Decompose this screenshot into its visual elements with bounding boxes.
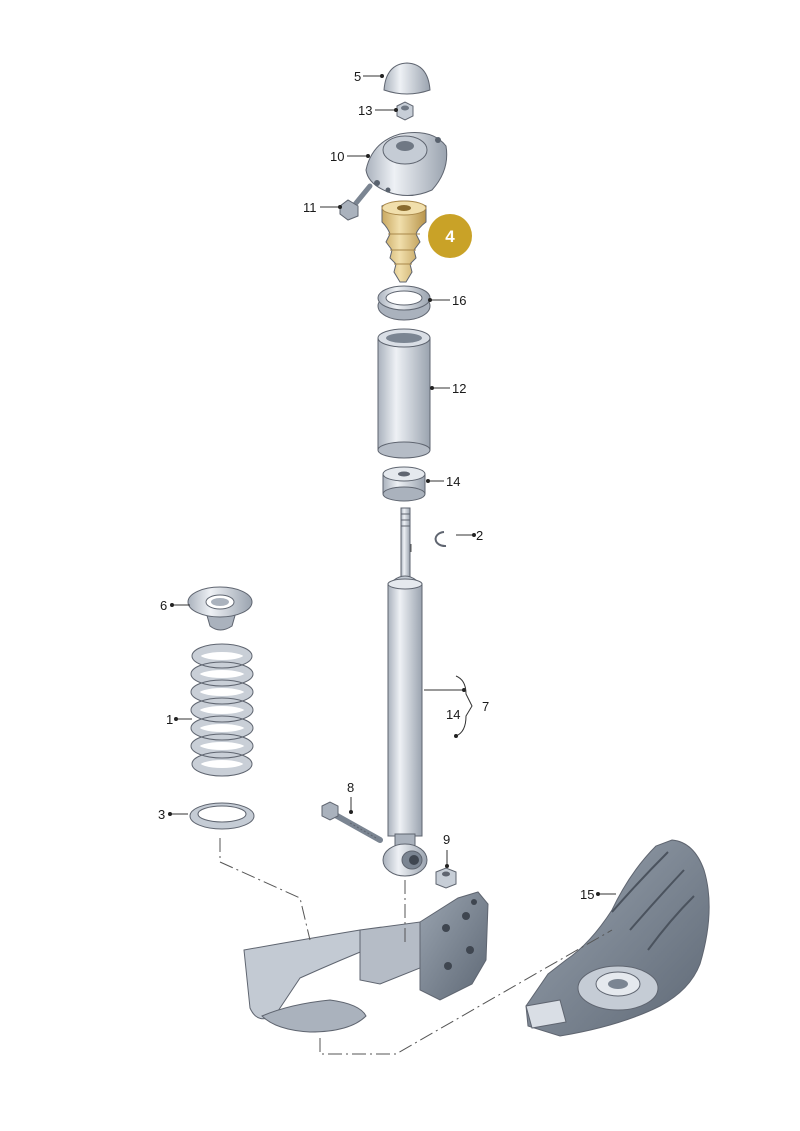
- callout-8: 8: [347, 780, 354, 814]
- label-1: 1: [166, 712, 173, 727]
- label-2: 2: [476, 528, 483, 543]
- part-13-nut: [396, 101, 414, 121]
- part-3-spring-pad: [189, 802, 255, 830]
- part-1-coil-spring-outline: [190, 643, 254, 777]
- highlight-badge-4[interactable]: 4: [428, 214, 472, 258]
- part-16-ring: [377, 285, 431, 321]
- part-12-protective-tube: [377, 328, 431, 459]
- callout-13: 13: [358, 103, 398, 118]
- callout-3: 3: [158, 807, 188, 822]
- part-1-coil-spring: [191, 644, 253, 776]
- callout-11: 11: [303, 200, 342, 215]
- label-6: 6: [160, 598, 167, 613]
- part-4-bump-stop: [381, 200, 427, 283]
- label-10: 10: [330, 149, 344, 164]
- part-15-wheel-housing-liner: [525, 839, 710, 1037]
- label-14-shock: 14: [446, 707, 460, 722]
- callout-10: 10: [330, 149, 370, 164]
- part-9-nut: [435, 867, 457, 889]
- callout-14-spacer: 14: [426, 474, 460, 489]
- callout-1: 1: [166, 712, 192, 727]
- callout-12: 12: [430, 381, 466, 396]
- label-13: 13: [358, 103, 372, 118]
- callout-7: 7 14: [424, 675, 489, 738]
- highlight-badge-circle: [428, 214, 472, 258]
- part-7-shock-absorber: [382, 507, 428, 877]
- callout-5: 5: [354, 69, 384, 84]
- part-14-spacer: [382, 466, 426, 502]
- callout-6: 6: [160, 598, 190, 613]
- part-6-spring-seat: [187, 586, 253, 631]
- label-3: 3: [158, 807, 165, 822]
- part-10-top-mount: [365, 132, 448, 196]
- label-9: 9: [443, 832, 450, 847]
- highlight-badge-label: 4: [445, 227, 455, 246]
- assembly-lines: [219, 544, 613, 1055]
- part-5-dome-cap: [383, 62, 431, 95]
- label-12: 12: [452, 381, 466, 396]
- callout-16: 16: [428, 293, 466, 308]
- part-2-circlip: [434, 531, 447, 548]
- part-8-bolt: [321, 801, 383, 843]
- callout-15: 15: [580, 887, 616, 902]
- label-14-spacer: 14: [446, 474, 460, 489]
- label-5: 5: [354, 69, 361, 84]
- label-8: 8: [347, 780, 354, 795]
- label-11: 11: [303, 200, 317, 215]
- part-11-bolt: [339, 183, 373, 221]
- callout-2: 2: [456, 528, 483, 543]
- label-15: 15: [580, 887, 594, 902]
- rear-axle-beam: [243, 891, 489, 1033]
- callout-9: 9: [443, 832, 450, 868]
- label-16: 16: [452, 293, 466, 308]
- label-7: 7: [482, 699, 489, 714]
